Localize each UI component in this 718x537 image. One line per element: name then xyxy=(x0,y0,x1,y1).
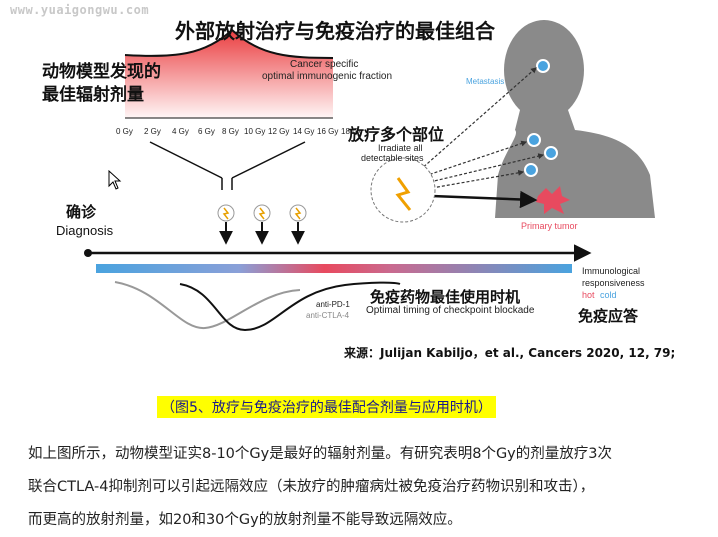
animal-label-line2: 最佳辐射剂量 xyxy=(42,85,144,105)
diagnosis-en: Diagnosis xyxy=(56,223,114,238)
dose-tick: 18 Gy xyxy=(341,127,363,136)
diagnosis-cn: 确诊 xyxy=(66,203,97,221)
response-curves xyxy=(114,281,401,332)
hot-label: hot xyxy=(582,290,595,300)
primary-tumor-shape xyxy=(536,186,570,214)
curve-label-line1: Cancer specific xyxy=(290,59,359,70)
paragraph-line: 而更高的放射剂量，如20和30个Gy的放射剂量不能导致远隔效应。 xyxy=(28,512,462,528)
animal-label-line1: 动物模型发现的 xyxy=(42,62,161,82)
figure-caption: （图5、放疗与免疫治疗的最佳配合剂量与应用时机） xyxy=(157,396,496,418)
body-paragraph: 如上图所示，动物模型证实8-10个Gy是最好的辐射剂量。有研究表明8个Gy的剂量… xyxy=(28,438,708,537)
figure-title: 外部放射治疗与免疫治疗的最佳组合 xyxy=(175,19,495,43)
dose-tick: 4 Gy xyxy=(172,127,189,136)
immuno-resp-line1: Immunological xyxy=(582,266,641,276)
dose-tick: 14 Gy xyxy=(293,127,315,136)
curve-label-line2: optimal immunogenic fraction xyxy=(262,71,393,82)
anti-pd1-label: anti-PD-1 xyxy=(316,300,350,309)
figure: 外部放射治疗与免疫治疗的最佳组合 动物模型发现的 最佳辐射剂量 Cancer s… xyxy=(42,19,676,360)
tumor-arrow xyxy=(431,190,538,209)
dose-peak-curve xyxy=(124,28,334,119)
responsiveness-bar xyxy=(96,264,572,273)
multi-site-label-cn: 放疗多个部位 xyxy=(348,125,445,144)
irradiation-arrows xyxy=(419,67,545,189)
dose-tick: 12 Gy xyxy=(268,127,290,136)
anti-ctla4-label: anti-CTLA-4 xyxy=(306,311,350,320)
funnel-lines xyxy=(149,141,306,190)
source-citation: 来源：Julijan Kabiljo，et al., Cancers 2020,… xyxy=(344,346,676,360)
dose-tick: 8 Gy xyxy=(222,127,239,136)
human-silhouette xyxy=(495,20,655,218)
timing-label-en: Optimal timing of checkpoint blockade xyxy=(366,305,535,316)
paragraph-line: 如上图所示，动物模型证实8-10个Gy是最好的辐射剂量。有研究表明8个Gy的剂量… xyxy=(28,446,612,462)
primary-tumor-label: Primary tumor xyxy=(521,221,578,231)
mouse-cursor-icon xyxy=(108,170,122,190)
dose-tick: 2 Gy xyxy=(144,127,161,136)
paragraph-line: 联合CTLA-4抑制剂可以引起远隔效应（未放疗的肿瘤病灶被免疫治疗药物识别和攻击… xyxy=(28,479,595,495)
cold-label: cold xyxy=(600,290,617,300)
dose-tick: 10 Gy xyxy=(244,127,266,136)
irradiation-circle xyxy=(370,157,436,223)
immuno-answer-label: 免疫应答 xyxy=(578,307,639,325)
watermark: www.yuaigongwu.com xyxy=(10,3,150,17)
metastasis-label: Metastasis xyxy=(466,77,505,86)
dose-tick: 0 Gy xyxy=(116,127,133,136)
dose-tick: 16 Gy xyxy=(317,127,339,136)
metastasis-dots xyxy=(524,59,558,177)
immuno-resp-line2: responsiveness xyxy=(582,278,645,288)
timing-label-cn: 免疫药物最佳使用时机 xyxy=(370,288,521,306)
multi-site-label-en1: Irradiate all xyxy=(378,143,423,153)
multi-site-label-en2: detectable sites xyxy=(361,153,424,163)
dose-tick: 6 Gy xyxy=(198,127,215,136)
radiation-icons xyxy=(217,204,307,245)
timeline xyxy=(84,244,592,262)
figure-graphics xyxy=(84,20,655,332)
